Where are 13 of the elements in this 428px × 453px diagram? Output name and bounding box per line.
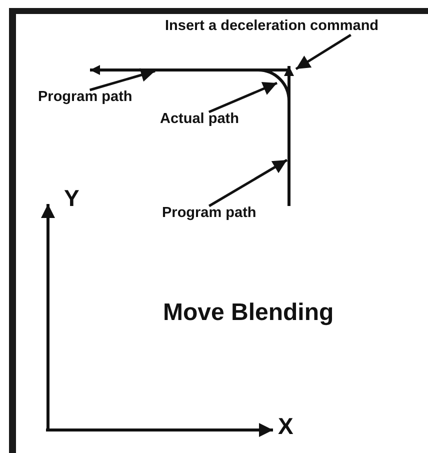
program-path-line: [90, 65, 289, 75]
leader-arrow: [90, 68, 156, 92]
diagram-title: Move Blending: [163, 300, 334, 326]
leader-label: Insert a deceleration command: [165, 19, 379, 35]
axis-label: X: [278, 414, 294, 440]
leader-label: Actual path: [160, 112, 239, 128]
axis-label: Y: [64, 186, 80, 212]
leader-arrow: [208, 158, 288, 208]
leader-arrow: [208, 82, 278, 114]
leader-label: Program path: [38, 90, 132, 106]
leader-arrow: [295, 34, 352, 70]
leader-label: Program path: [162, 206, 256, 222]
program-path-line: [284, 66, 294, 206]
